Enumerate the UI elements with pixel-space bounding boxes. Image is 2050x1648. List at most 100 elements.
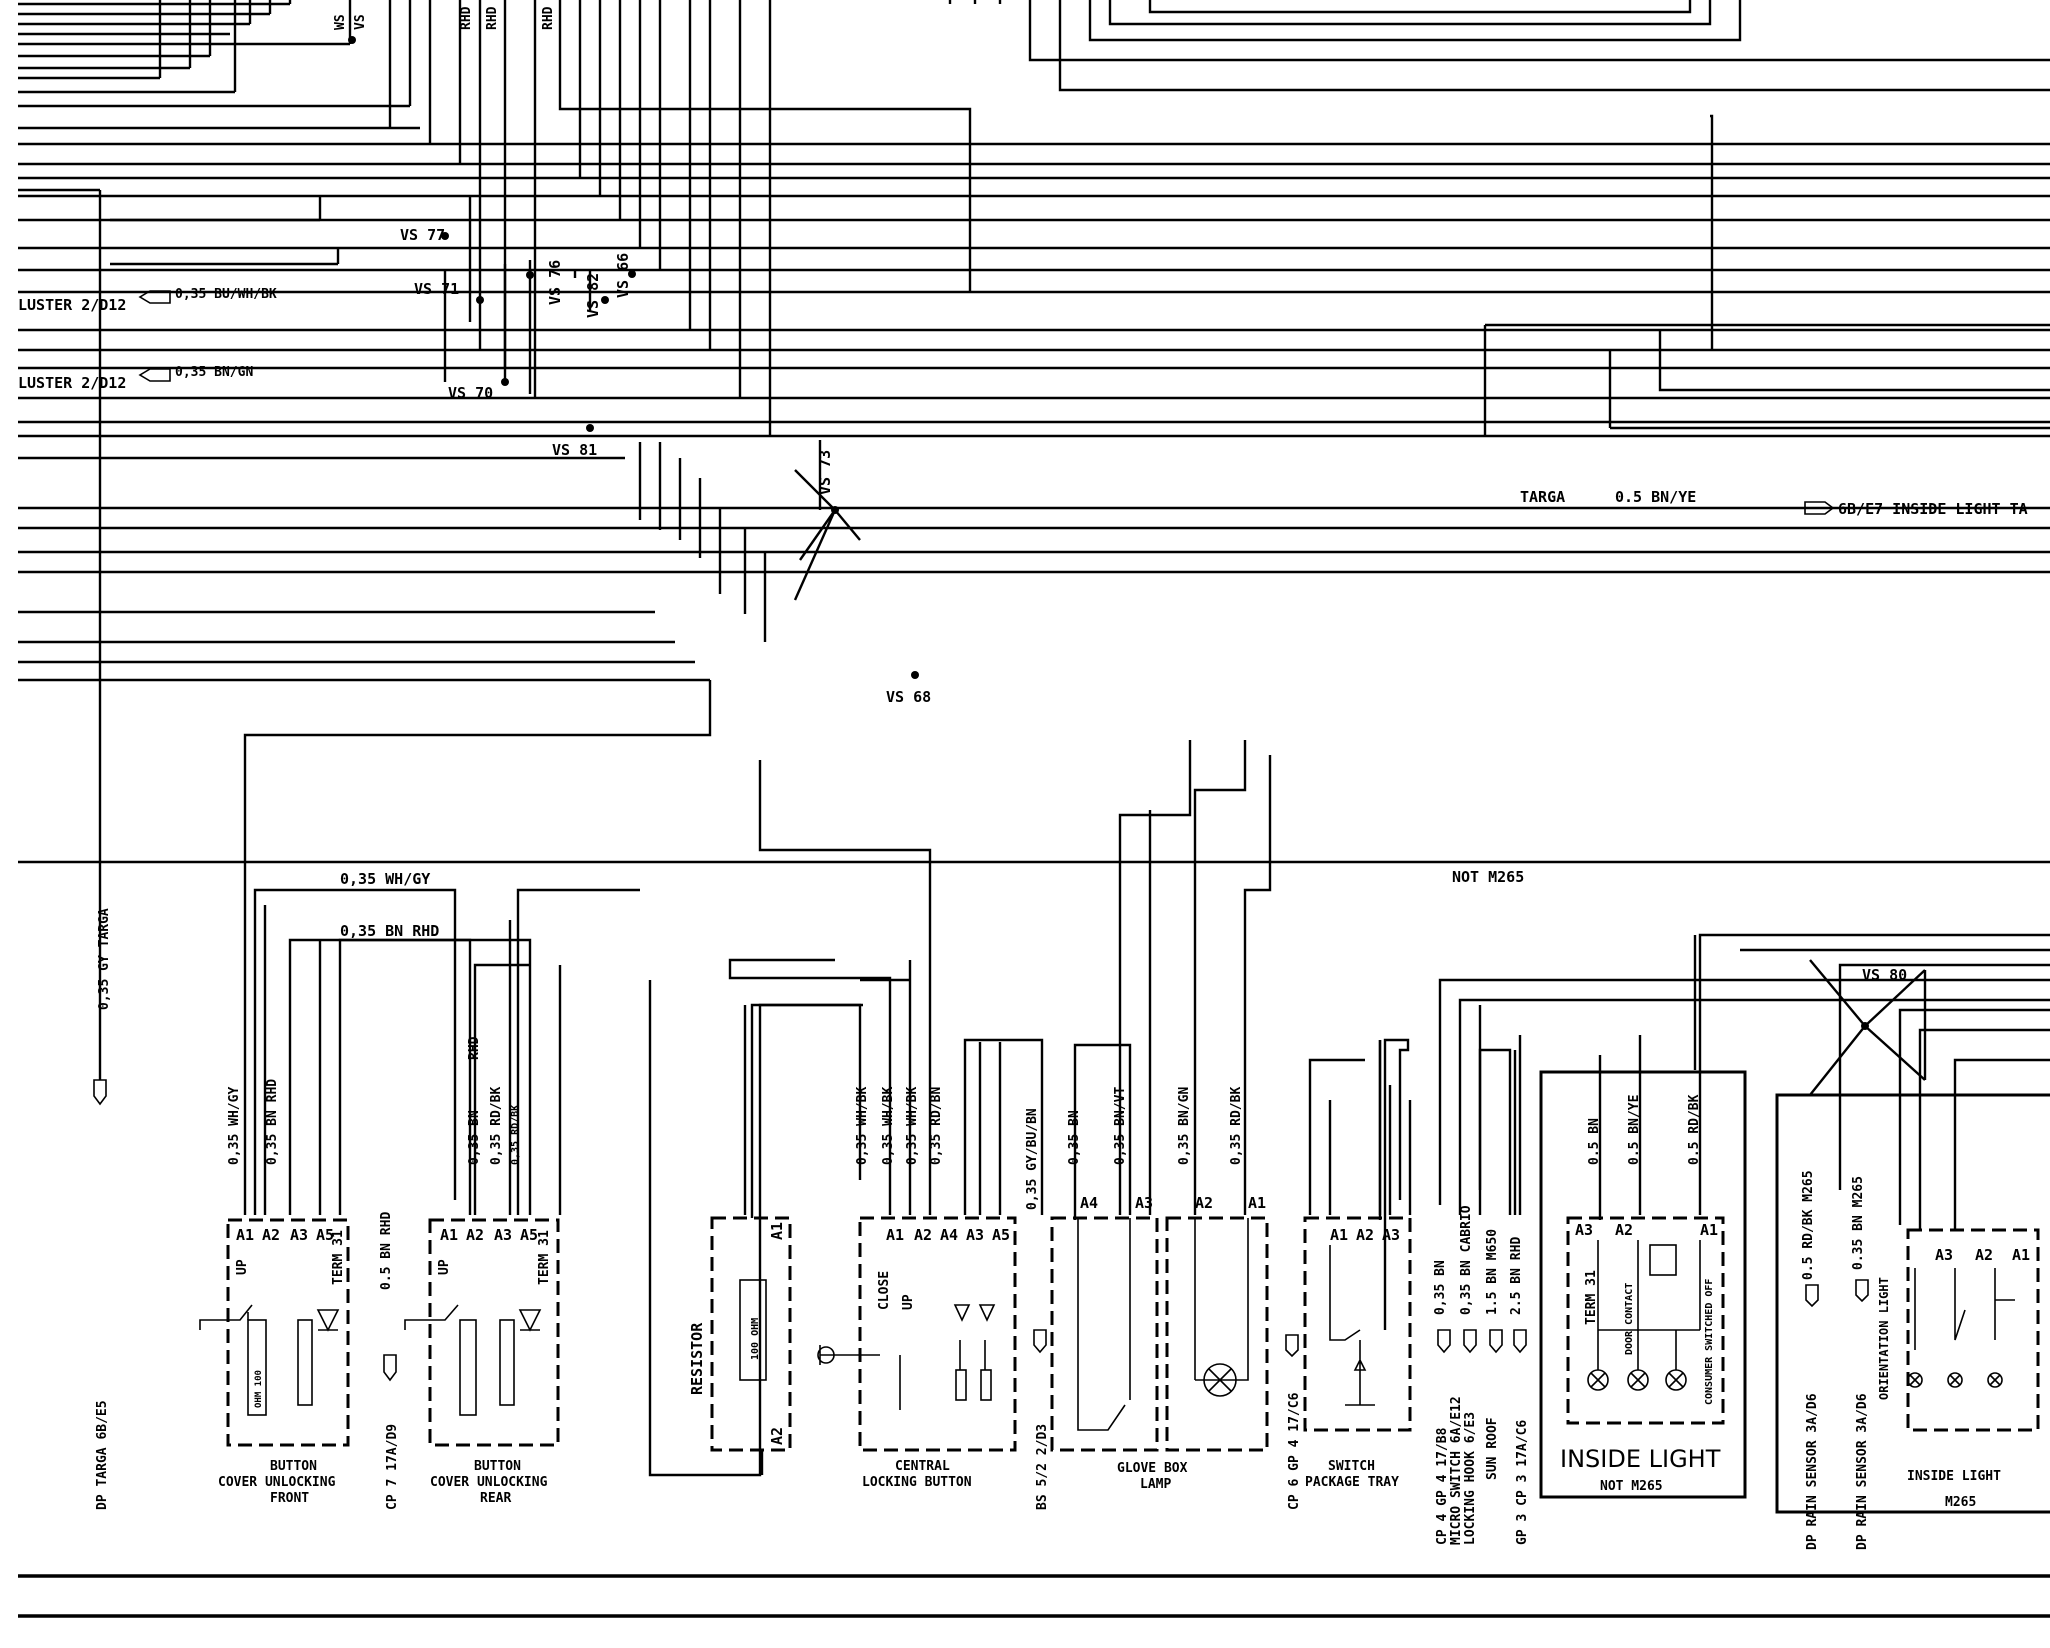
gp-wire-m650: 1.5 BN M650 [1485, 1229, 1500, 1315]
vs73-splice [793, 440, 861, 601]
vs73-label: VS 73 [816, 450, 834, 495]
dp-targa-ground: DP TARGA 6B/E5 [93, 1079, 110, 1510]
glove-box-lamp: A4 A3 A2 A1 0,35 BN 0,35 BN/VT 0,35 BN/G… [1050, 1087, 1269, 1492]
targa-connector: TARGA 0.5 BN/YE 6B/E7 INSIDE LIGHT TA [1520, 488, 2028, 518]
front-title-3: FRONT [270, 1491, 309, 1506]
il-a-door: DOOR CONTACT [1624, 1283, 1635, 1355]
clb-pin-a3: A3 [966, 1226, 984, 1244]
cluster-1-label: LUSTER 2/D12 [18, 296, 126, 314]
tray-title-1: SWITCH [1328, 1459, 1375, 1474]
il-b-orientation: ORIENTATION LIGHT [1877, 1277, 1891, 1400]
rear-pin-a5: A5 [520, 1226, 538, 1244]
inside-light-ref-label: 6B/E7 INSIDE LIGHT TA [1838, 500, 2028, 518]
resistor-label: RESISTOR [688, 1322, 706, 1395]
gp-wire-cabrio: 0,35 BN CABRIO [1459, 1205, 1474, 1315]
glove-wire-2: 0,35 BN/VT [1113, 1087, 1128, 1165]
rear-title-1: BUTTON [474, 1459, 521, 1474]
button-cover-unlocking-rear: A1 A2 A3 A5 RHD 0,35 BN 0,35 RD/BK 0,35 … [404, 1036, 560, 1506]
il-a-wire-3: 0.5 RD/BK [1687, 1094, 1702, 1165]
glove-title-1: GLOVE BOX [1117, 1461, 1188, 1476]
il-a-pin-a2: A2 [1615, 1221, 1633, 1239]
glove-pin-a4: A4 [1080, 1194, 1098, 1212]
vertical-wires [18, 0, 2050, 1080]
tray-pin-a3: A3 [1382, 1226, 1400, 1244]
vs80-splice [1809, 959, 1927, 1096]
glove-wire-1: 0,35 BN [1067, 1110, 1082, 1165]
cp4-label-1: CP 4 GP 4 17/B8 [1435, 1427, 1450, 1545]
rear-wire-rd-bk-2: 0,35 RD/BK [510, 1105, 521, 1165]
targa-side-label: TARGA [1520, 488, 1565, 506]
button-cover-unlocking-front: A1 A2 A3 A5 0,35 WH/GY 0,35 BN RHD UP TE… [199, 1079, 350, 1506]
vs70-label: VS 70 [448, 384, 493, 402]
wire-not-m265-label: NOT M265 [1452, 868, 1524, 886]
clb-wire-3: 0,35 WH/BK [905, 1087, 920, 1165]
rear-title-2: COVER UNLOCKING [430, 1475, 548, 1490]
front-term-label: TERM 31 [331, 1230, 346, 1285]
bus-lines [18, 2, 2050, 864]
cp6-label: CP 6 GP 4 17/C6 [1287, 1392, 1302, 1510]
wire-labels: 0,35 WH/GY 0,35 BN RHD NOT M265 0,35 GY … [97, 868, 1524, 1010]
cluster-2-wire: 0,35 BN/GN [175, 365, 253, 380]
clb-pin-a2: A2 [914, 1226, 932, 1244]
clb-wire-2: 0,35 WH/BK [881, 1087, 896, 1165]
cp4-label-4: SUN ROOF [1485, 1417, 1500, 1480]
clb-wire-4: 0,35 RD/BN [929, 1087, 944, 1165]
tray-pin-a1: A1 [1330, 1226, 1348, 1244]
top-labels: WS VS RHD RHD RHD [333, 6, 556, 30]
front-pin-a3: A3 [290, 1226, 308, 1244]
vs80-label: VS 80 [1862, 966, 1907, 984]
wire-targa-gy-label: 0,35 GY TARGA [97, 908, 112, 1010]
glove-wire-3: 0,35 BN/GN [1177, 1087, 1192, 1165]
il-a-term: TERM 31 [1584, 1270, 1599, 1325]
vs76-label: VS 76 [546, 260, 564, 305]
rear-pin-a2: A2 [466, 1226, 484, 1244]
vs66-label: VS 66 [614, 253, 632, 298]
inside-light-not-m265: 0.5 BN 0.5 BN/YE 0.5 RD/BK A3 A2 A1 TERM… [1539, 1070, 1747, 1499]
il-b-title: INSIDE LIGHT [1907, 1469, 2001, 1484]
clb-title-2: LOCKING BUTTON [862, 1475, 972, 1490]
rear-wire-rd-bk: 0,35 RD/BK [489, 1087, 504, 1165]
front-pin-a1: A1 [236, 1226, 254, 1244]
resistor-value: 100 OHM [750, 1318, 761, 1360]
il-a-pin-a1: A1 [1700, 1221, 1718, 1239]
rear-pin-a3: A3 [494, 1226, 512, 1244]
top-ws-label: WS [333, 14, 348, 30]
gp3-label: GP 3 CP 3 17A/C6 [1515, 1420, 1530, 1545]
top-vs-label: VS [353, 14, 368, 30]
front-title-1: BUTTON [270, 1459, 317, 1474]
cluster-connector-2: LUSTER 2/D12 0,35 BN/GN [18, 365, 253, 392]
clb-title-1: CENTRAL [895, 1459, 950, 1474]
gp-wire-bn: 0,35 BN [1433, 1260, 1448, 1315]
dp-rain-2-wire: 0.35 BN M265 [1851, 1176, 1866, 1270]
front-pin-a2: A2 [262, 1226, 280, 1244]
front-wire-bn-rhd: 0,35 BN RHD [265, 1079, 280, 1165]
clb-close-label: CLOSE [877, 1271, 892, 1310]
cp7-wire: 0.5 BN RHD [379, 1212, 394, 1290]
cp6-ground: CP 6 GP 4 17/C6 [1285, 1334, 1302, 1510]
top-rhd-2: RHD [485, 6, 500, 30]
tray-pin-a2: A2 [1356, 1226, 1374, 1244]
il-a-pin-a3: A3 [1575, 1221, 1593, 1239]
front-pin-a5: A5 [316, 1226, 334, 1244]
central-locking-button: A1 A2 A4 A3 A5 0,35 WH/BK 0,35 WH/BK 0,3… [817, 1087, 1017, 1490]
vs68-label: VS 68 [886, 688, 931, 706]
dp-rain-2-label: DP RAIN SENSOR 3A/D6 [1855, 1393, 1870, 1550]
cp4-label-2: MICRO SWITCH 6A/E12 [1449, 1396, 1464, 1545]
cluster-2-label: LUSTER 2/D12 [18, 374, 126, 392]
top-rhd-1: RHD [459, 6, 474, 30]
splice-dots [348, 36, 919, 679]
vs81-label: VS 81 [552, 441, 597, 459]
rain-sensor-grounds: 0.5 RD/BK M265 DP RAIN SENSOR 3A/D6 0.35… [1801, 1170, 1870, 1550]
inside-light-m265: A3 A2 A1 ORIENTATION LIGHT INSIDE LIGHT … [1775, 1093, 2050, 1514]
clb-wire-1: 0,35 WH/BK [855, 1087, 870, 1165]
il-a-title: INSIDE LIGHT [1560, 1445, 1721, 1473]
top-rhd-3: RHD [541, 6, 556, 30]
rear-wire-rhd: RHD [467, 1036, 482, 1060]
front-wire-wh-gy: 0,35 WH/GY [227, 1087, 242, 1165]
il-a-subtitle: NOT M265 [1600, 1479, 1663, 1494]
glove-pin-a3: A3 [1135, 1194, 1153, 1212]
dp-targa-label: DP TARGA 6B/E5 [95, 1400, 110, 1510]
cp7-ground: 0.5 BN RHD CP 7 17A/D9 [379, 1212, 400, 1510]
dp-rain-1-wire: 0.5 RD/BK M265 [1801, 1170, 1816, 1280]
